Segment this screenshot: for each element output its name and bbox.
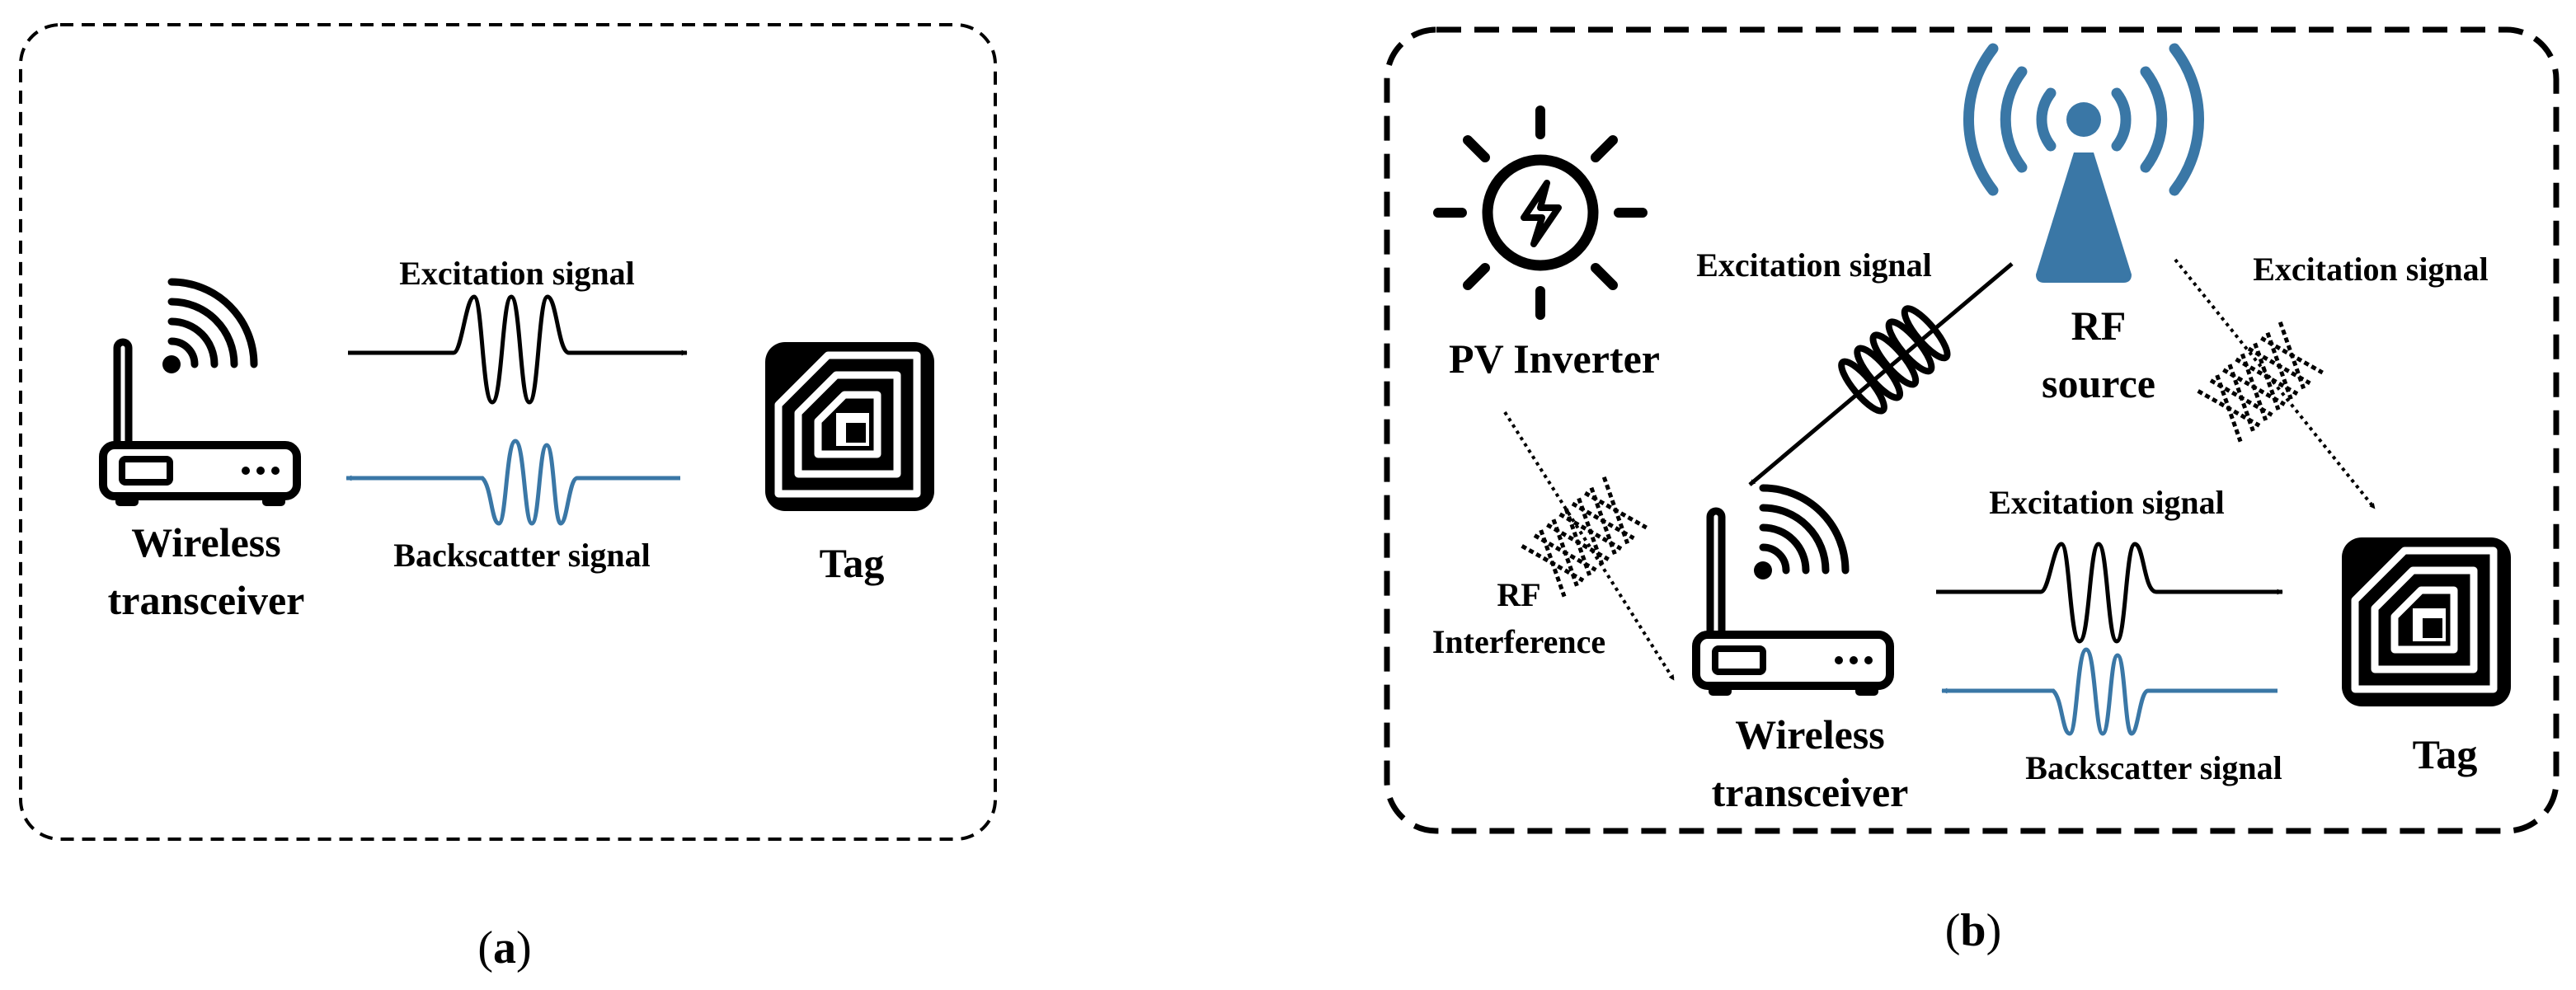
backscatter-label: Backscatter signal: [2025, 749, 2282, 786]
pv-inverter-label: PV Inverter: [1449, 335, 1660, 382]
rf-source-label-line1: RF: [2071, 303, 2127, 349]
wifi-waves-icon: [162, 278, 258, 373]
interference-hatch-icon: [1521, 476, 1648, 598]
excitation-right-label: Excitation signal: [2253, 251, 2489, 288]
transceiver-label-line2: transceiver: [108, 577, 305, 623]
excitation-bottom-label: Excitation signal: [1989, 484, 2225, 521]
rf-to-tag-dotted-arrow: [2174, 258, 2376, 510]
interference-label-line2: Interference: [1432, 623, 1605, 660]
excitation-left-label: Excitation signal: [1696, 246, 1932, 284]
antenna-tower-icon: [1963, 43, 2204, 283]
excitation-label: Excitation signal: [399, 255, 635, 292]
backscatter-signal-arrow: [1941, 647, 2278, 736]
transceiver-label-line1: Wireless: [131, 519, 280, 565]
backscatter-signal-arrow: [346, 439, 680, 526]
tag-label: Tag: [820, 540, 885, 586]
transceiver-label-line2: transceiver: [1712, 769, 1909, 815]
caption-b: (b): [1945, 905, 2001, 956]
pv-to-transceiver-dotted-arrow: [1503, 411, 1676, 682]
rfid-tag-icon: [765, 342, 934, 511]
rfid-tag-icon: [2342, 537, 2511, 706]
router-icon: [1692, 507, 1894, 696]
interference-hatch-icon: [2197, 321, 2324, 443]
excitation-coil-icon: [1838, 305, 1951, 415]
tag-label: Tag: [2413, 731, 2478, 777]
transceiver-label-line1: Wireless: [1735, 711, 1884, 758]
excitation-signal-arrow: [348, 294, 688, 405]
caption-a: (a): [477, 922, 531, 974]
sun-lightning-icon: [1433, 106, 1648, 320]
rf-to-transceiver-arrow: [1748, 262, 2014, 486]
backscatter-label: Backscatter signal: [393, 537, 650, 574]
panel-a: Wireless transceiver Excitation signal B…: [19, 23, 997, 974]
interference-label-line1: RF: [1497, 576, 1540, 613]
wifi-waves-icon: [1754, 484, 1850, 579]
router-icon: [99, 338, 301, 506]
panel-b-frame: [1384, 26, 2560, 834]
excitation-signal-arrow: [1936, 542, 2283, 644]
rf-source-label-line2: source: [2042, 360, 2155, 406]
panel-b: PV Inverter RF source Excitation signal: [1384, 26, 2560, 956]
